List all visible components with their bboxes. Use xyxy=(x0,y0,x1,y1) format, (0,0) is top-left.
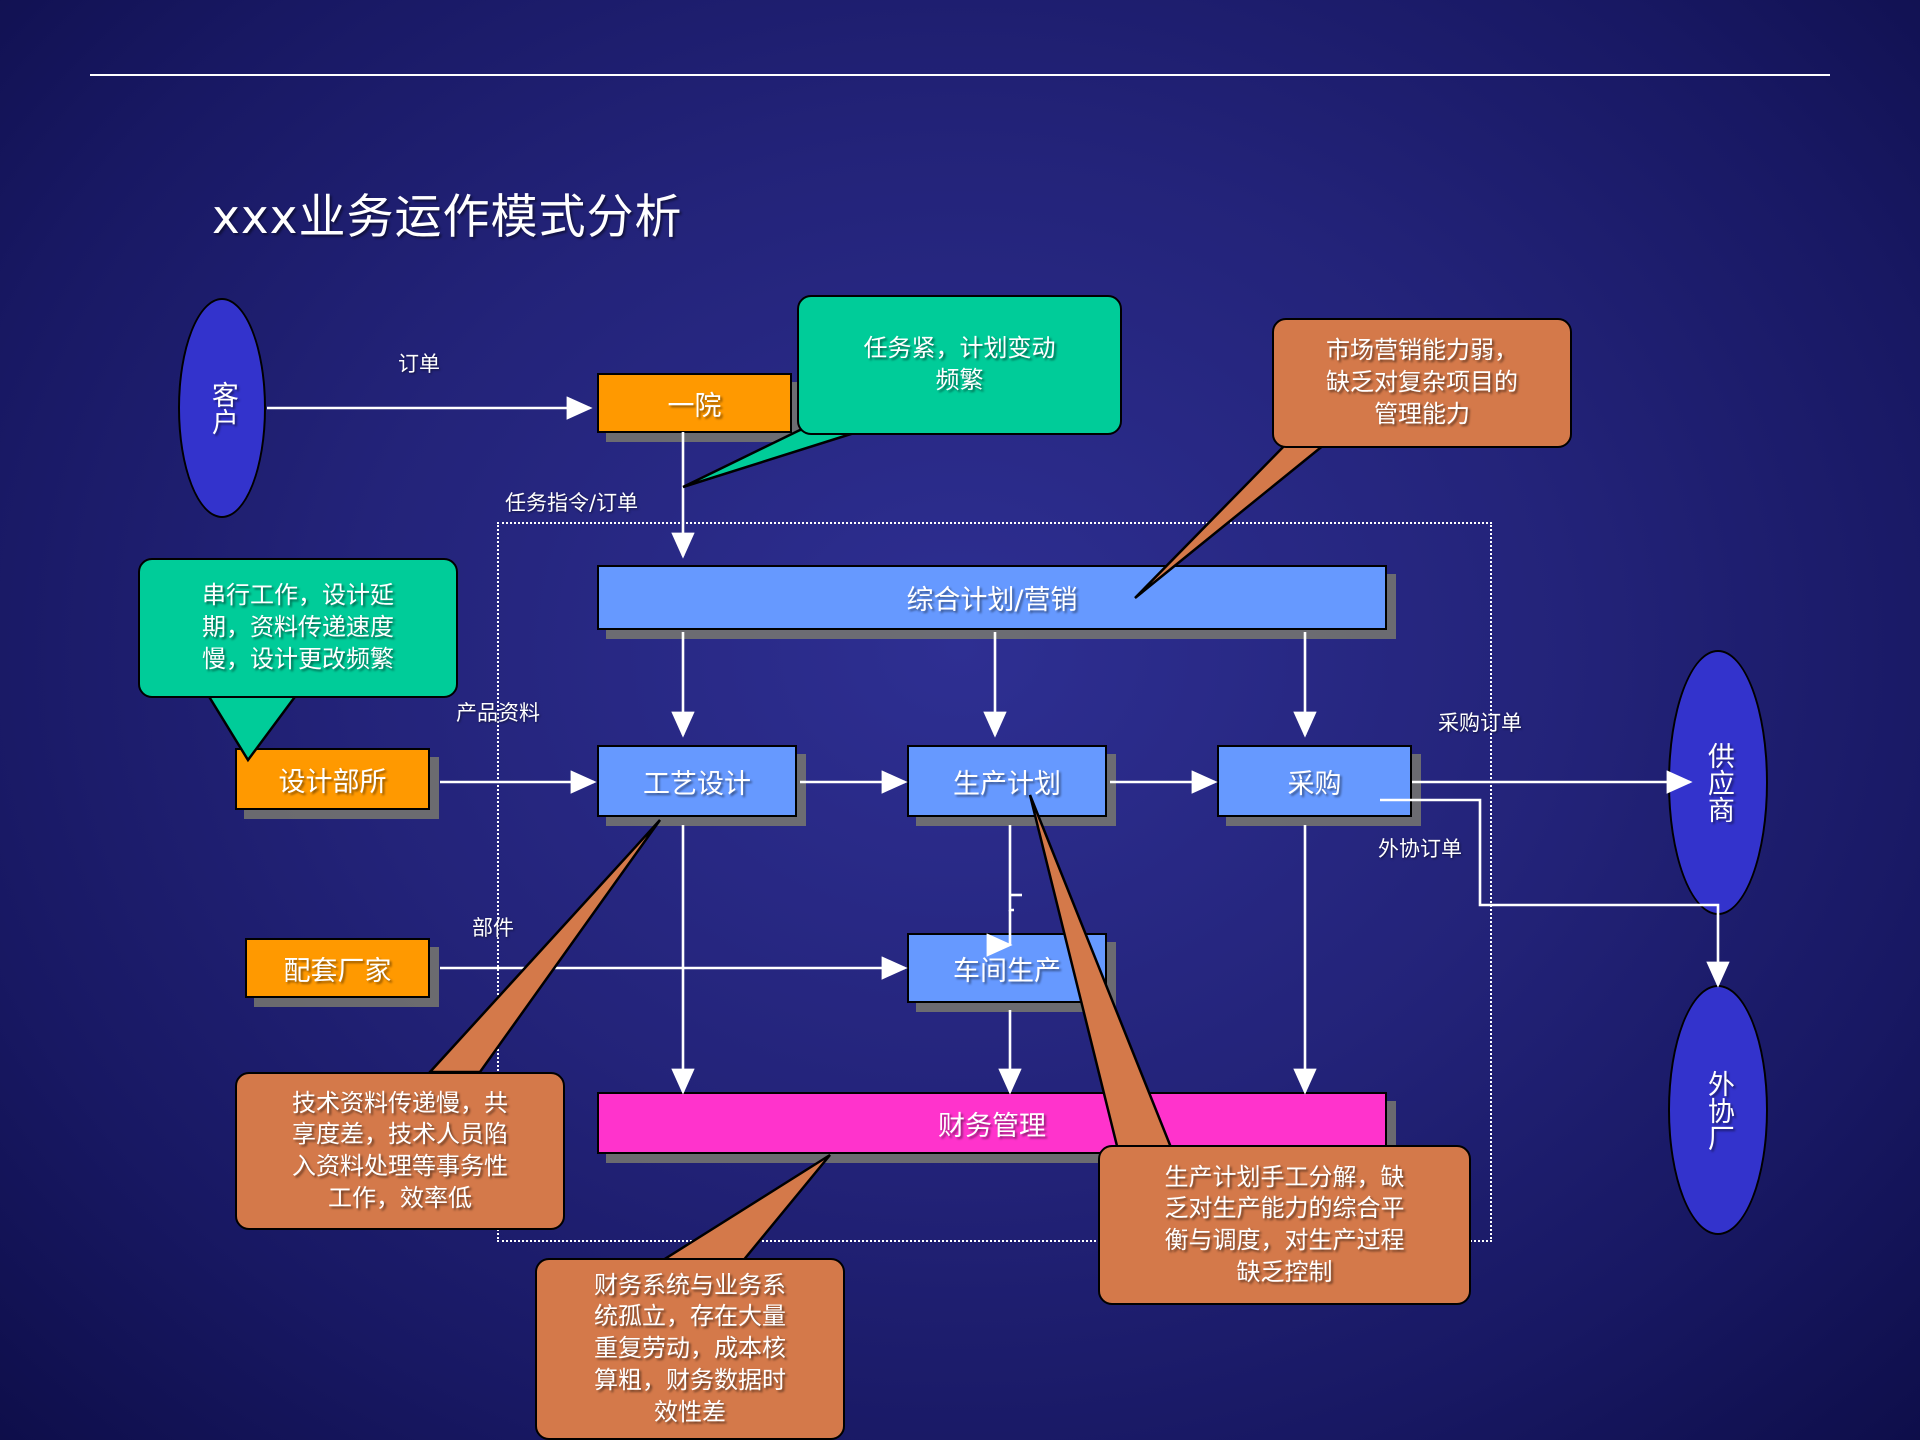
entity-supplier-label: 供应商 xyxy=(1702,742,1734,823)
entity-design-depts-label: 设计部所 xyxy=(278,766,387,798)
entity-supporting-factory-label: 配套厂家 xyxy=(283,955,392,987)
process-finance-management[interactable]: 财务管理 xyxy=(597,1092,1387,1154)
entity-supplier[interactable]: 供应商 xyxy=(1668,650,1768,915)
entity-customer-label: 客户 xyxy=(206,381,238,435)
entity-outsource-factory-label: 外协厂 xyxy=(1702,1069,1734,1151)
callout-serial-work-label: 串行工作，设计延 期，资料传递速度 慢，设计更改频繁 xyxy=(202,581,394,673)
entity-supporting-factory[interactable]: 配套厂家 xyxy=(245,938,430,998)
process-production-plan[interactable]: 生产计划 xyxy=(907,745,1107,817)
entity-institute-one[interactable]: 一院 xyxy=(597,373,792,433)
callout-weak-marketing[interactable]: 市场营销能力弱， 缺乏对复杂项目的 管理能力 xyxy=(1272,318,1572,448)
callout-weak-marketing-label: 市场营销能力弱， 缺乏对复杂项目的 管理能力 xyxy=(1326,336,1518,428)
entity-design-depts[interactable]: 设计部所 xyxy=(235,748,430,810)
process-workshop-production[interactable]: 车间生产 xyxy=(907,933,1107,1003)
process-design[interactable]: 工艺设计 xyxy=(597,745,797,817)
callout-tight-task[interactable]: 任务紧，计划变动 频繁 xyxy=(797,295,1122,435)
flow-label-purchase-order: 采购订单 xyxy=(1438,711,1522,735)
flow-label-parts: 部件 xyxy=(472,916,514,940)
process-procurement-label: 采购 xyxy=(1287,768,1342,800)
process-production-plan-label: 生产计划 xyxy=(953,768,1061,800)
callout-tech-data-slow[interactable]: 技术资料传递慢，共 享度差，技术人员陷 入资料处理等事务性 工作，效率低 xyxy=(235,1072,565,1230)
callout-tail-tight-task xyxy=(682,426,871,489)
header-rule xyxy=(90,74,1830,76)
page-title: xxx业务运作模式分析 xyxy=(212,190,683,245)
entity-institute-one-label: 一院 xyxy=(667,390,722,422)
process-design-label: 工艺设计 xyxy=(643,768,751,800)
process-workshop-production-label: 车间生产 xyxy=(953,955,1061,987)
process-procurement[interactable]: 采购 xyxy=(1217,745,1412,817)
callout-tight-task-label: 任务紧，计划变动 频繁 xyxy=(863,334,1056,394)
flow-label-order: 订单 xyxy=(398,352,440,376)
entity-outsource-factory[interactable]: 外协厂 xyxy=(1668,985,1768,1235)
callout-manual-plan-label: 生产计划手工分解，缺 乏对生产能力的综合平 衡与调度，对生产过程 缺乏控制 xyxy=(1164,1162,1405,1286)
flow-label-product-data: 产品资料 xyxy=(456,701,540,725)
callout-serial-work[interactable]: 串行工作，设计延 期，资料传递速度 慢，设计更改频繁 xyxy=(138,558,458,698)
callout-finance-isolated[interactable]: 财务系统与业务系 统孤立，存在大量 重复劳动，成本核 算粗，财务数据时 效性差 xyxy=(535,1258,845,1440)
callout-finance-isolated-label: 财务系统与业务系 统孤立，存在大量 重复劳动，成本核 算粗，财务数据时 效性差 xyxy=(594,1270,786,1426)
process-integrated-plan-marketing[interactable]: 综合计划/营销 xyxy=(597,565,1387,630)
callout-tech-data-slow-label: 技术资料传递慢，共 享度差，技术人员陷 入资料处理等事务性 工作，效率低 xyxy=(292,1088,508,1212)
flow-label-task-order: 任务指令/订单 xyxy=(505,491,639,515)
entity-customer[interactable]: 客户 xyxy=(178,298,266,518)
process-integrated-plan-marketing-label: 综合计划/营销 xyxy=(906,585,1078,616)
process-finance-management-label: 财务管理 xyxy=(938,1110,1046,1142)
callout-manual-plan[interactable]: 生产计划手工分解，缺 乏对生产能力的综合平 衡与调度，对生产过程 缺乏控制 xyxy=(1098,1145,1471,1305)
flow-label-outsource-order: 外协订单 xyxy=(1378,837,1462,861)
